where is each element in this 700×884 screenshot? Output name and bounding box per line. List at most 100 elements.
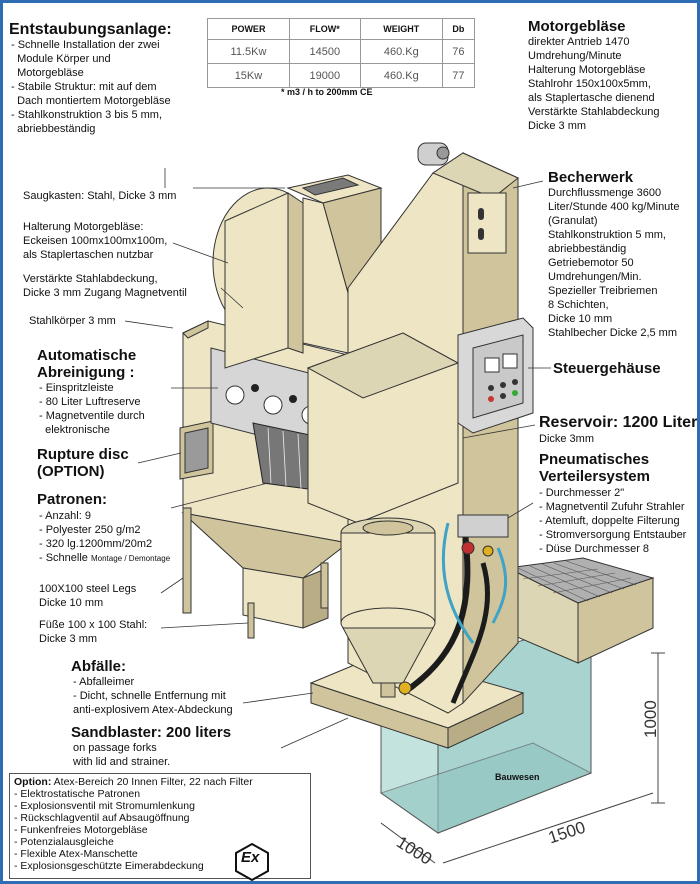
leader-lines (124, 168, 551, 749)
bauwesen-label: Bauwesen (495, 772, 540, 782)
pneumatic-line: - Atemluft, doppelte Filterung (539, 515, 680, 527)
header-power: POWER (207, 18, 290, 40)
abfaelle-line: anti-explosivem Atex-Abdeckung (73, 704, 233, 716)
option-header: Option: Atex-Bereich 20 Innen Filter, 22… (14, 776, 253, 788)
ex-hexagon-icon (235, 842, 269, 881)
reservoir-line: Dicke 3mm (539, 433, 595, 445)
patronen-title: Patronen: (37, 491, 108, 508)
halterung-line: Halterung Motorgebläse: (23, 221, 144, 233)
legs-line: 100X100 steel Legs (39, 583, 137, 595)
cell: 15Kw (207, 63, 290, 88)
pneumatic-title: Verteilersystem (539, 468, 650, 485)
machine-illustration (124, 142, 665, 864)
becherwerk-line: Durchflussmenge 3600 (548, 187, 662, 199)
pneumatic-line: - Düse Durchmesser 8 (539, 543, 650, 555)
entstaubung-line: Dach montiertem Motorgebläse (11, 95, 171, 107)
option-line: - Rückschlagventil auf Absaugöffnung (14, 812, 190, 824)
becherwerk-line: Umdrehungen/Min. (548, 271, 642, 283)
abfaelle-line: - Dicht, schnelle Entfernung mit (73, 690, 226, 702)
header-flow: FLOW* (288, 18, 361, 40)
dimension-height: 1000 (641, 700, 660, 738)
abreinigung-line: - 80 Liter Luftreserve (39, 396, 141, 408)
header-weight: WEIGHT (359, 18, 443, 40)
blower-housing (212, 174, 383, 369)
patronen-schnelle-note: Montage / Demontage (90, 554, 171, 563)
reservoir-box (306, 332, 460, 524)
steuer-title: Steuergehäuse (553, 360, 661, 377)
pneumatic-hoses (398, 514, 509, 704)
becherwerk-title: Becherwerk (548, 169, 634, 186)
legs-line: Dicke 3 mm (39, 633, 98, 645)
option-line: - Potenzialausgleiche (14, 836, 114, 848)
table-footnote: * m3 / h to 200mm CE (281, 87, 373, 97)
motor-line: Halterung Motorgebläse (528, 64, 646, 76)
abreinigung-title: Abreinigung : (37, 364, 135, 381)
option-line: - Funkenfreies Motorgebläse (14, 824, 148, 836)
sandblaster-tank (340, 517, 436, 698)
motor-line: Dicke 3 mm (528, 120, 587, 132)
patronen-line: - 320 lg.1200mm/20m2 (39, 538, 153, 550)
rupture-title: (OPTION) (37, 463, 105, 480)
rupture-title: Rupture disc (37, 446, 129, 463)
cell: 14500 (288, 39, 361, 64)
motor-line: direkter Antrieb 1470 (528, 36, 630, 48)
motor-line: Stahlrohr 150x100x5mm, (528, 78, 651, 90)
option-line: - Flexible Atex-Manschette (14, 848, 138, 860)
option-box: Option: Atex-Bereich 20 Innen Filter, 22… (9, 773, 311, 881)
becherwerk-line: Stahlkonstruktion 5 mm, (548, 229, 666, 241)
sandblaster-title: Sandblaster: 200 liters (71, 724, 232, 741)
pneumatic-line: - Magnetventil Zufuhr Strahler (539, 501, 685, 513)
pneumatic-line: - Stromversorgung Entstauber (539, 529, 687, 541)
saugkasten-label: Saugkasten: Stahl, Dicke 3 mm (23, 190, 177, 202)
entstaubung-line: - Stabile Struktur: mit auf dem (11, 81, 157, 93)
cell: 77 (441, 63, 476, 88)
motor-title: Motorgebläse (528, 18, 626, 35)
ex-mark: Ex (241, 849, 260, 866)
becherwerk-line: (Granulat) (548, 215, 598, 227)
motor-line: Umdrehung/Minute (528, 50, 622, 62)
patronen-line: - Anzahl: 9 (39, 510, 91, 522)
sandblaster-line: with lid and strainer. (73, 756, 171, 768)
stahlkoerper-label: Stahlkörper 3 mm (29, 315, 116, 327)
abreinigung-line: - Einspritzleiste (39, 382, 114, 394)
abreinigung-title: Automatische (37, 347, 137, 364)
option-line: - Elektrostatische Patronen (14, 788, 141, 800)
motor-line: Verstärkte Stahlabdeckung (528, 106, 660, 118)
reservoir-title: Reservoir: 1200 Liter (539, 414, 698, 431)
entstaubung-line: abriebbeständig (11, 123, 96, 135)
verstaerkt-line: Dicke 3 mm Zugang Magnetventil (23, 287, 187, 299)
legs-line: Füße 100 x 100 Stahl: (39, 619, 148, 631)
pneumatic-line: - Durchmesser 2" (539, 487, 625, 499)
cell: 76 (441, 39, 476, 64)
entstaubung-line: Module Körper und (11, 53, 111, 65)
becherwerk-line: Dicke 10 mm (548, 313, 613, 325)
entstaubung-line: - Stahlkonstruktion 3 bis 5 mm, (11, 109, 163, 121)
control-cabinet (457, 317, 534, 434)
sandblaster-line: on passage forks (73, 742, 157, 754)
becherwerk-line: 8 Schichten, (548, 299, 609, 311)
option-line: - Explosionsgeschützte Eimerabdeckung (14, 860, 204, 872)
spec-table: POWER FLOW* WEIGHT Db 11.5Kw 14500 460.K… (207, 18, 476, 88)
abreinigung-line: elektronische (39, 424, 110, 436)
abfaelle-title: Abfälle: (71, 658, 127, 675)
entstaubung-title: Entstaubungsanlage: (9, 21, 172, 38)
becherwerk-line: Spezieller Treibriemen (548, 285, 658, 297)
abfaelle-line: - Abfalleimer (73, 676, 135, 688)
entstaubung-line: Motorgebläse (11, 67, 84, 79)
spec-table-header: POWER FLOW* WEIGHT Db (207, 18, 476, 40)
cell: 460.Kg (359, 39, 443, 64)
abreinigung-line: - Magnetventile durch (39, 410, 145, 422)
becherwerk-line: Stahlbecher Dicke 2,5 mm (548, 327, 677, 339)
option-title-rest: Atex-Bereich 20 Innen Filter, 22 nach Fi… (51, 776, 253, 788)
patronen-line: - Polyester 250 g/m2 (39, 524, 141, 536)
header-db: Db (441, 18, 476, 40)
entstaubung-line: - Schnelle Installation der zwei (11, 39, 160, 51)
option-line: - Explosionsventil mit Stromumlenkung (14, 800, 195, 812)
cell: 19000 (288, 63, 361, 88)
verstaerkt-line: Verstärkte Stahlabdeckung, (23, 273, 158, 285)
option-title: Option: (14, 776, 52, 788)
legs-line: Dicke 10 mm (39, 597, 104, 609)
halterung-line: Eckeisen 100mx100mx100m, (23, 235, 168, 247)
motor-line: als Staplertasche dienend (528, 92, 655, 104)
